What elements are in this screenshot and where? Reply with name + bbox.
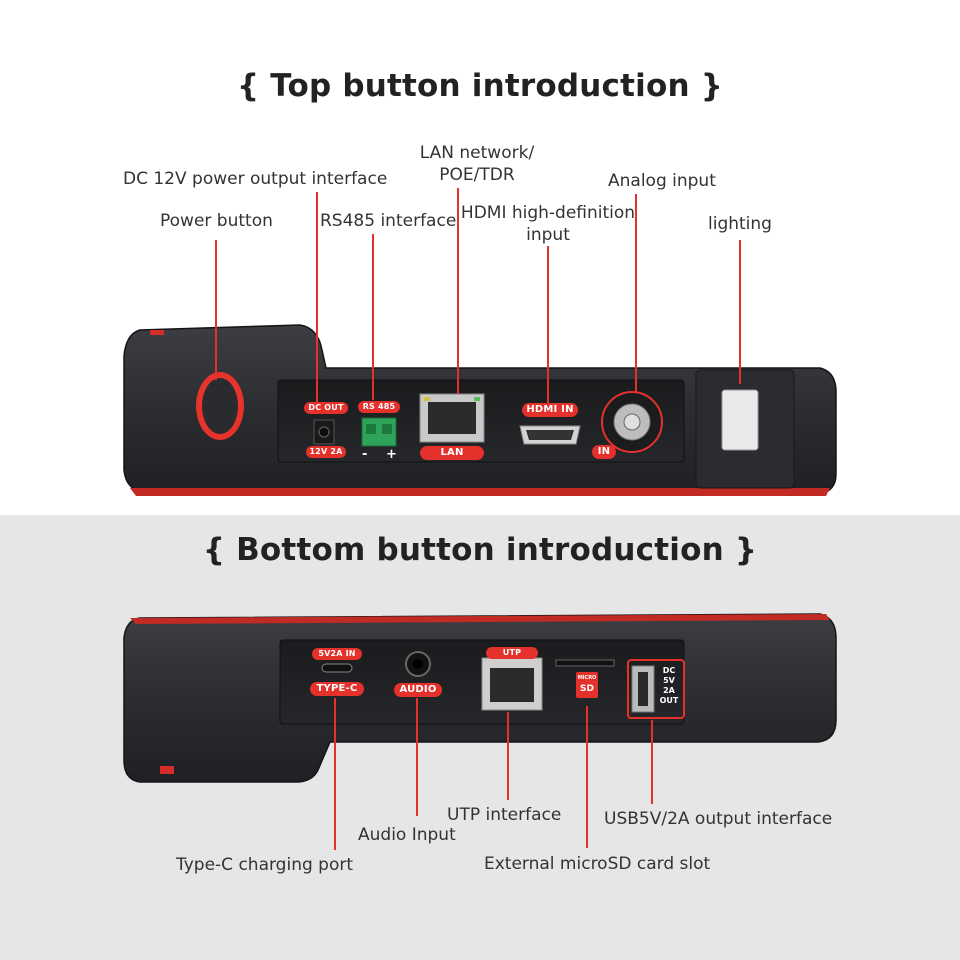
rs485-screw-1-icon [366, 424, 376, 434]
line-hdmi [547, 246, 549, 404]
tag-usb-1: DC [662, 666, 676, 675]
tag-lan: LAN [420, 446, 484, 460]
tag-usb-2: 5V [663, 676, 675, 685]
bottom-corner-accent [160, 766, 174, 774]
usb-socket [638, 672, 648, 706]
rs485-screw-2-icon [382, 424, 392, 434]
tag-utp: UTP [486, 647, 538, 659]
label-lighting: lighting [708, 214, 772, 234]
label-rs485: RS485 interface [320, 211, 457, 231]
label-lan-2: POE/TDR [439, 165, 515, 185]
dc-out-socket-icon [318, 426, 330, 438]
bottom-device [123, 613, 837, 783]
tag-sd-2: SD [580, 684, 594, 694]
lan-led-left-icon [424, 397, 430, 401]
label-usb: USB5V/2A output interface [604, 809, 833, 829]
tag-dc-out: DC OUT [304, 402, 348, 414]
line-typec [334, 698, 336, 850]
bnc-center-icon [623, 413, 641, 431]
rs485-minus: - [362, 447, 368, 462]
tag-sd-1: MICRO [577, 675, 597, 681]
microsd-slot-icon [555, 659, 615, 667]
tag-usb-4: OUT [659, 696, 679, 705]
label-dc-out: DC 12V power output interface [123, 169, 388, 189]
label-typec: Type-C charging port [176, 855, 354, 875]
label-sd: External microSD card slot [484, 854, 711, 874]
tag-typec-rating: 5V2A IN [312, 648, 362, 660]
line-power [215, 240, 217, 380]
hdmi-socket-icon [526, 430, 574, 440]
top-title: { Top button introduction } [236, 68, 724, 104]
bottom-title: { Bottom button introduction } [202, 532, 758, 568]
line-rs485 [372, 234, 374, 400]
line-dc-out [316, 192, 318, 402]
microsd-card-icon [576, 672, 598, 698]
label-lan-1: LAN network/ [419, 143, 535, 163]
typec-port-icon [321, 663, 353, 673]
label-analog: Analog input [608, 171, 716, 191]
line-analog [635, 194, 637, 392]
line-audio [416, 698, 418, 816]
tag-audio: AUDIO [394, 683, 442, 697]
line-usb [651, 720, 653, 804]
power-button-icon[interactable] [202, 378, 238, 434]
line-lan [457, 188, 459, 394]
lighting-lamp-icon [721, 389, 759, 451]
top-corner-accent [150, 330, 164, 335]
tag-usb-3: 2A [663, 686, 675, 695]
lan-led-right-icon [474, 397, 480, 401]
tag-rs485: RS 485 [358, 401, 400, 413]
top-device [123, 324, 837, 496]
usb-outline [627, 659, 685, 719]
tag-typec: TYPE-C [310, 682, 364, 696]
lan-port-socket-icon [428, 402, 476, 434]
label-audio: Audio Input [358, 825, 456, 845]
tag-hdmi: HDMI IN [522, 403, 578, 417]
line-sd [586, 706, 588, 848]
bottom-red-bumper [130, 614, 830, 624]
tag-bnc-in: IN [592, 445, 616, 459]
label-hdmi-2: input [526, 225, 570, 245]
label-utp: UTP interface [447, 805, 562, 825]
line-utp [507, 712, 509, 800]
label-power: Power button [160, 211, 273, 231]
tag-dc-rating: 12V 2A [306, 446, 346, 458]
audio-jack-hole [413, 659, 423, 669]
label-hdmi-1: HDMI high-definition [460, 203, 636, 223]
top-red-bumper [130, 488, 830, 496]
rs485-plus: + [386, 447, 397, 462]
line-lighting [739, 240, 741, 384]
utp-socket-icon [490, 668, 534, 702]
